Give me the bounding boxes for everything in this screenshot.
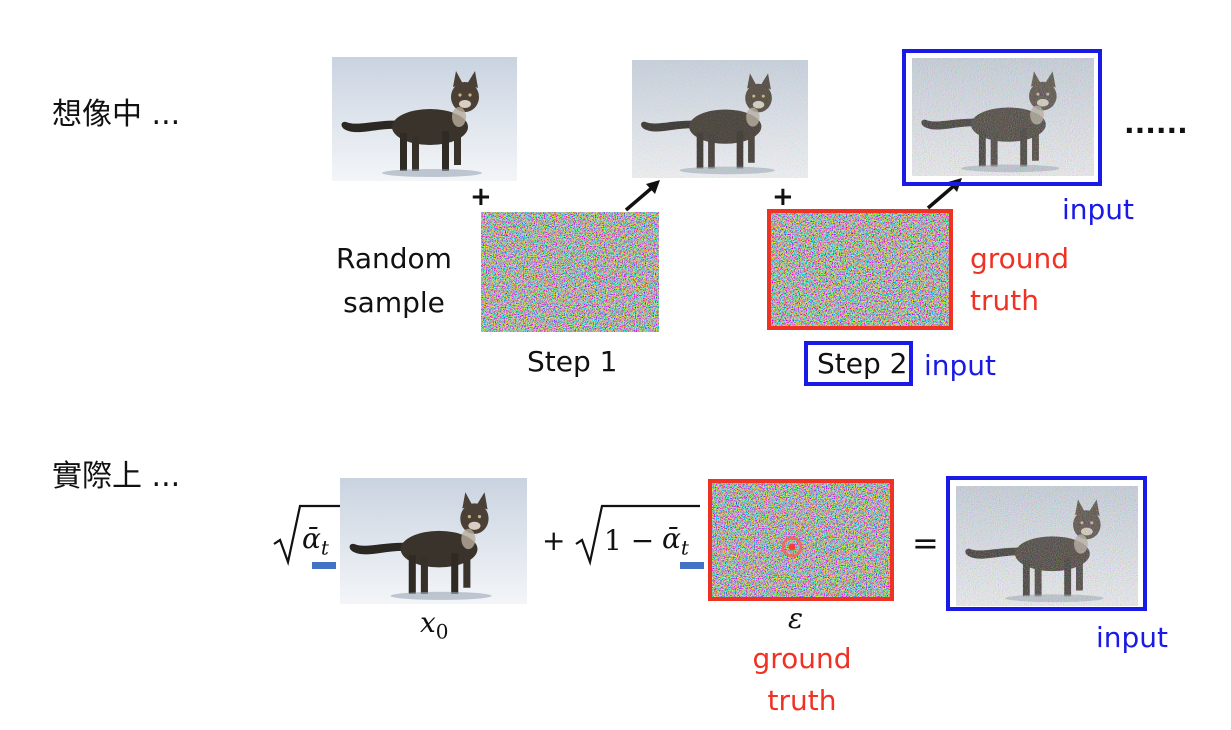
alpha-bar-2: ᾱt <box>662 522 689 560</box>
underline-marker-2 <box>680 562 704 569</box>
ground-truth-line2: truth <box>970 284 1039 317</box>
alpha-subscript: t <box>680 535 689 560</box>
sqrt-symbol-1 <box>273 504 340 566</box>
x0-sub: 0 <box>435 619 449 644</box>
ground-truth-label-top: ground truth <box>970 238 1069 322</box>
epsilon-label: ε <box>788 602 804 635</box>
step2-frame <box>804 341 913 386</box>
ground-truth-line2: truth <box>767 684 837 717</box>
noise-image-step1 <box>481 212 659 332</box>
x0-var: x <box>420 606 436 639</box>
step1-label: Step 1 <box>527 345 618 378</box>
input-frame-top <box>902 49 1102 186</box>
ground-truth-frame-bottom <box>708 479 894 601</box>
section-imagine-label: 想像中 ... <box>52 97 181 132</box>
arrow-up-right-icon <box>624 180 660 212</box>
ground-truth-frame-top <box>767 209 953 330</box>
cat-photo-x0 <box>340 478 527 604</box>
plus-sign-2: + <box>772 182 794 212</box>
random-sample-line2: sample <box>343 286 445 319</box>
one-minus-text: 1 − <box>604 524 655 557</box>
step2-input-label: input <box>924 349 997 382</box>
section-actual-label: 實際上 ... <box>52 459 181 494</box>
plus-sign-bottom: + <box>542 524 566 557</box>
alpha-bar-1: ᾱt <box>302 522 329 560</box>
random-sample-label: Random sample <box>334 237 454 325</box>
underline-marker-1 <box>312 562 336 569</box>
equals-sign: = <box>912 524 939 562</box>
cat-photo-heavy-noise <box>912 58 1094 176</box>
alpha-subscript: t <box>320 535 329 560</box>
noise-image-epsilon <box>712 483 890 597</box>
step2-label: Step 2 <box>817 347 908 380</box>
input-frame-bottom <box>946 476 1147 611</box>
ground-truth-line1: ground <box>752 642 852 675</box>
plus-sign-1: + <box>470 182 492 212</box>
cat-photo-light-noise <box>632 60 808 178</box>
x0-label: x0 <box>420 606 449 644</box>
sqrt-symbol-2 <box>575 504 700 566</box>
ground-truth-line1: ground <box>970 242 1070 275</box>
ground-truth-label-bottom: ground truth <box>730 638 874 722</box>
input-label-top: input <box>1062 193 1135 226</box>
alpha-bar-symbol: ᾱ <box>662 522 681 555</box>
cat-photo-noisy-result <box>956 486 1138 606</box>
input-label-bottom: input <box>1096 621 1169 654</box>
cat-photo-clean <box>332 57 517 181</box>
alpha-bar-symbol: ᾱ <box>302 522 321 555</box>
random-sample-line1: Random <box>336 242 452 275</box>
noise-image-step2 <box>770 212 950 328</box>
ellipsis: ...... <box>1124 107 1188 140</box>
